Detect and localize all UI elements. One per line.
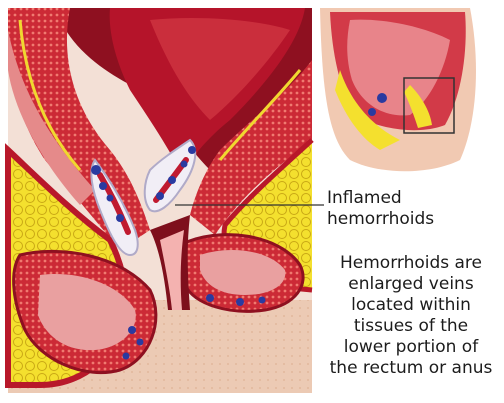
- description-line: Hemorrhoids are: [316, 253, 504, 274]
- description-line: lower portion of: [316, 337, 504, 358]
- callout-line-1: Inflamed: [327, 188, 497, 209]
- description-text: Hemorrhoids are enlarged veins located w…: [316, 253, 504, 379]
- main-cross-section: [8, 8, 312, 393]
- inset-body-view: [320, 8, 476, 171]
- description-line: tissues of the: [316, 316, 504, 337]
- callout-label: Inflamed hemorrhoids: [327, 188, 497, 230]
- description-line: the rectum or anus: [316, 358, 504, 379]
- description-line: enlarged veins: [316, 274, 504, 295]
- description-line: located within: [316, 295, 504, 316]
- callout-line-2: hemorrhoids: [327, 209, 497, 230]
